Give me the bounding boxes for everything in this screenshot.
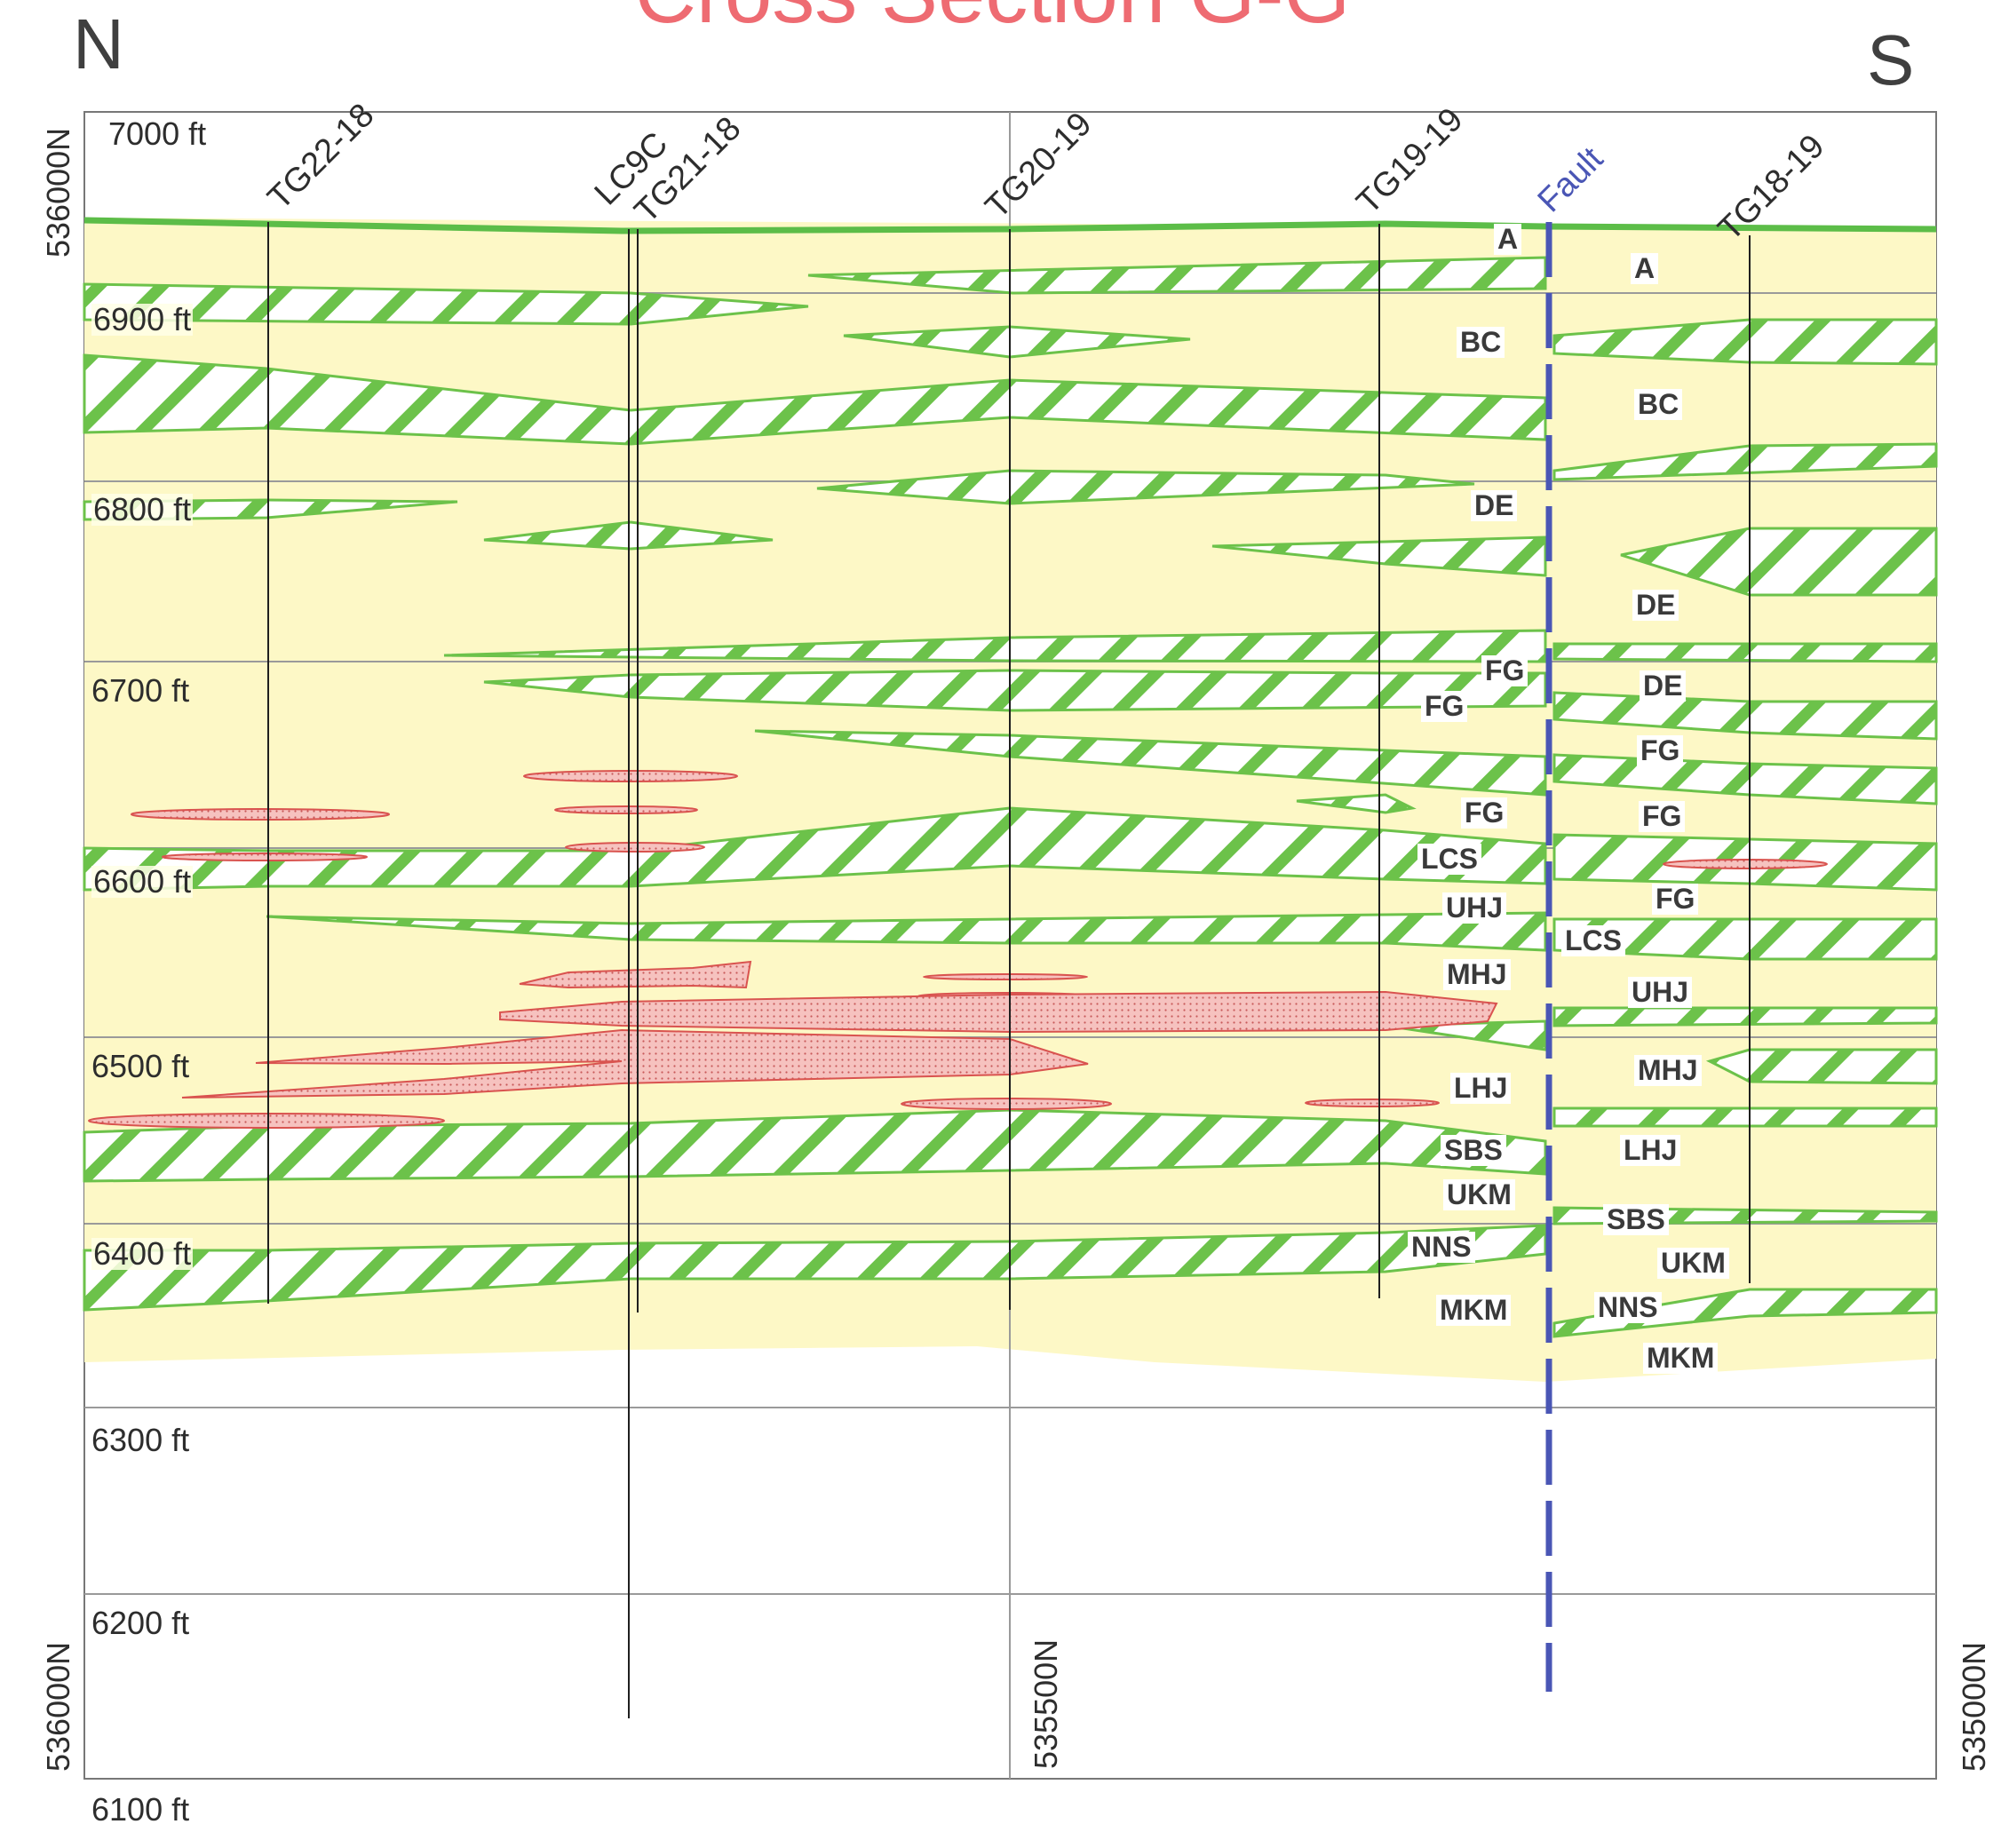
ore-lens — [1663, 859, 1828, 869]
unit-label: SBS — [1441, 1134, 1506, 1167]
unit-label: BC — [1634, 388, 1683, 421]
unit-label: UKM — [1657, 1247, 1729, 1280]
bed-nns-north — [83, 1224, 1547, 1312]
ore-lens — [131, 808, 390, 821]
unit-label: UKM — [1443, 1178, 1515, 1211]
unit-label: FG — [1637, 734, 1684, 767]
unit-label: MHJ — [1634, 1054, 1702, 1087]
unit-label: FG — [1481, 654, 1529, 687]
bed-lhj-south — [1552, 1106, 1938, 1128]
hatched-beds-south — [1552, 318, 1938, 1338]
ore-lens — [901, 1098, 1112, 1110]
bed-mhj-south — [1552, 1006, 1938, 1027]
drill-holes — [267, 222, 1751, 1718]
ore-body-lower — [181, 1028, 1089, 1098]
bed-fg-2 — [483, 669, 1547, 712]
unit-label: DE — [1640, 670, 1687, 702]
unit-label: A — [1631, 252, 1659, 285]
unit-label: DE — [1471, 489, 1518, 522]
section-title: Cross Section G-G' — [0, 0, 2001, 43]
south-label: S — [1867, 20, 1915, 99]
bed-uhj-north — [266, 911, 1547, 952]
ore-lens — [554, 805, 698, 814]
unit-label: SBS — [1603, 1203, 1669, 1236]
elevation-label-6300: 6300 ft — [91, 1422, 190, 1458]
bed-nns-south — [1552, 1288, 1938, 1338]
bed-a-north — [807, 256, 1547, 295]
unit-label: BC — [1457, 326, 1505, 359]
bed-mhj-south-wedge — [1705, 1048, 1938, 1085]
elevation-label-6100: 6100 ft — [91, 1791, 190, 1828]
ore-pod — [519, 960, 752, 989]
unit-label: UHJ — [1442, 892, 1507, 924]
bed-fg-lens — [1296, 793, 1417, 814]
unit-label: LHJ — [1450, 1072, 1512, 1105]
unit-label: FG — [1652, 883, 1699, 916]
ore-body-main — [499, 990, 1498, 1034]
unit-label: NNS — [1594, 1291, 1662, 1324]
elevation-label-6400: 6400 ft — [91, 1235, 194, 1272]
north-label: N — [73, 4, 124, 83]
unit-label: MHJ — [1443, 958, 1511, 991]
coordinate-right: 535000N — [1956, 1641, 1992, 1772]
ore-lens — [923, 973, 1088, 980]
elevation-label-7000: 7000 ft — [108, 115, 207, 152]
elevation-label-6800: 6800 ft — [91, 491, 194, 527]
bed-bc-south-2 — [1552, 442, 1938, 481]
unit-label: MKM — [1643, 1342, 1719, 1375]
unit-label: FG — [1461, 797, 1508, 829]
elevation-label-6200: 6200 ft — [91, 1605, 190, 1641]
elevation-label-6500: 6500 ft — [91, 1048, 190, 1084]
ground-surface-line — [83, 217, 1937, 234]
ore-lens — [565, 842, 705, 853]
bed-fg-1 — [443, 629, 1547, 663]
coordinate-left-top: 536000N — [40, 127, 76, 258]
unit-label: LCS — [1417, 843, 1481, 876]
unit-label: FG — [1639, 800, 1686, 833]
ore-lens — [1305, 1098, 1440, 1107]
unit-label: LCS — [1561, 924, 1625, 957]
unit-label: MKM — [1436, 1294, 1512, 1327]
unit-label: NNS — [1408, 1231, 1475, 1264]
elevation-label-6900: 6900 ft — [91, 301, 194, 337]
unit-label: LHJ — [1620, 1134, 1681, 1167]
elevation-label-6700: 6700 ft — [91, 672, 190, 709]
unit-label: FG — [1421, 690, 1468, 723]
bed-de-south-thin — [1552, 642, 1938, 663]
ore-lens — [88, 1113, 445, 1129]
unit-label: A — [1494, 223, 1522, 256]
unit-label: UHJ — [1628, 976, 1693, 1009]
bed-bc-lens — [843, 325, 1191, 359]
bed-bc-north — [83, 353, 1547, 446]
coordinate-left-bottom: 536000N — [40, 1641, 76, 1772]
coordinate-middle: 535500N — [1028, 1638, 1064, 1769]
ore-bodies — [88, 770, 1828, 1129]
bed-de-south — [1620, 527, 1938, 597]
bed-sbs-north — [83, 1108, 1547, 1183]
bed-de-upper — [816, 469, 1475, 505]
elevation-label-6600: 6600 ft — [91, 863, 194, 900]
ore-lens — [162, 853, 368, 861]
bed-upper-bc — [83, 282, 809, 326]
unit-label: DE — [1632, 589, 1679, 622]
hatched-beds-north — [83, 256, 1547, 1312]
ore-lens — [523, 770, 738, 782]
